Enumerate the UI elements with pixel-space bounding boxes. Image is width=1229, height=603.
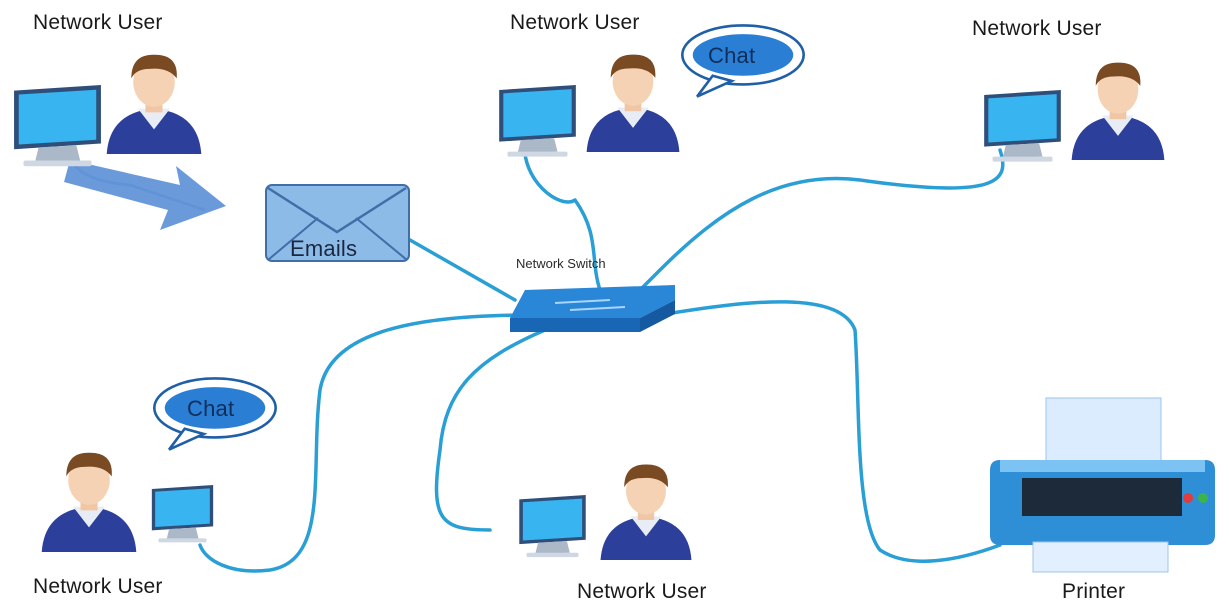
cable-top-center-user xyxy=(522,138,602,292)
user-top-right xyxy=(984,62,1165,162)
cable-bottom-center-user xyxy=(434,328,547,532)
user-label: Network User xyxy=(510,11,640,34)
printer-label: Printer xyxy=(1062,580,1126,603)
user-label: Network User xyxy=(577,580,707,603)
cable-printer xyxy=(658,300,1002,563)
user-label: Network User xyxy=(33,575,163,598)
user-label: Network User xyxy=(972,17,1102,40)
cable-email xyxy=(408,238,517,302)
user-top-left xyxy=(14,54,202,167)
cable-bottom-left-user xyxy=(198,313,532,573)
user-bottom-center xyxy=(519,464,692,560)
envelope-icon xyxy=(265,184,410,262)
switch-label: Network Switch xyxy=(516,256,606,271)
email-label: Emails xyxy=(290,236,358,261)
printer-icon xyxy=(990,397,1215,573)
user-label: Network User xyxy=(33,11,163,34)
network-cables xyxy=(198,138,1005,573)
chat-label: Chat xyxy=(187,396,235,421)
user-bottom-left xyxy=(41,452,214,552)
network-switch-icon xyxy=(510,285,675,332)
cable-top-right-user xyxy=(638,148,1005,292)
user-top-center xyxy=(499,54,680,157)
chat-label: Chat xyxy=(708,43,756,68)
